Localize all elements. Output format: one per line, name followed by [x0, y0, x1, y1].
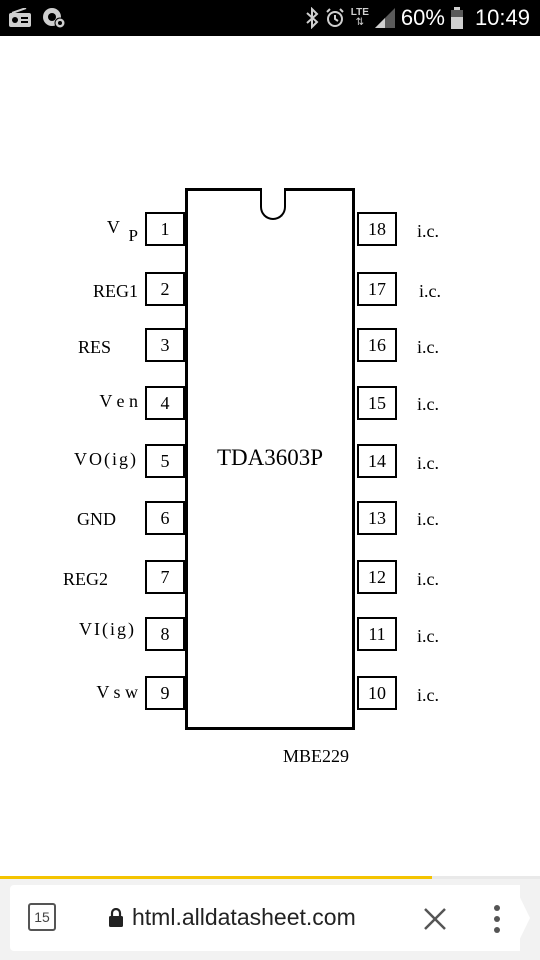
url-text[interactable]: html.alldatasheet.com	[132, 904, 356, 930]
chip-name: TDA3603P	[216, 445, 324, 470]
pin-label-1-sub: P	[128, 226, 138, 245]
pin-label-7: REG2	[63, 569, 108, 589]
browser-toolbar: 15 html.alldatasheet.com	[0, 879, 540, 960]
pin-label-17: i.c.	[419, 281, 441, 301]
pin-box-16: 16	[357, 328, 397, 362]
bluetooth-icon	[306, 7, 319, 29]
pin-label-6: GND	[77, 509, 116, 529]
lock-icon	[109, 908, 123, 927]
pin-label-1-main: V	[106, 217, 120, 237]
pin-label-4: V e n	[99, 391, 138, 411]
pinout-diagram: TDA3603P 1 V P 2 REG1 3 RES 4 V e n 5 VO…	[0, 36, 540, 876]
pin-label-14: i.c.	[417, 453, 439, 473]
clock: 10:49	[474, 5, 530, 30]
pin-label-13: i.c.	[417, 509, 439, 529]
radio-icon	[9, 8, 31, 27]
pin-box-15: 15	[357, 386, 397, 420]
pin-label-8: VI(ig)	[79, 619, 136, 639]
signal-icon	[374, 8, 395, 28]
pin-box-1: 1	[145, 212, 185, 246]
pin-box-5: 5	[145, 444, 185, 478]
page-load-progress-track	[432, 876, 540, 879]
pin-box-3: 3	[145, 328, 185, 362]
lte-icon: LTE ⇅	[350, 7, 369, 28]
pin-box-2: 2	[145, 272, 185, 306]
overflow-menu-icon[interactable]	[489, 903, 505, 935]
pin-box-11: 11	[357, 617, 397, 651]
pin-label-12: i.c.	[417, 569, 439, 589]
pin-label-16: i.c.	[417, 337, 439, 357]
tab-switcher-button[interactable]: 15	[28, 903, 56, 931]
pin-box-13: 13	[357, 501, 397, 535]
settings-bubble-icon	[43, 8, 66, 29]
status-bar: LTE ⇅ 60% 10:49	[0, 0, 540, 36]
pin-label-9: V s w	[96, 682, 138, 702]
pin-box-8: 8	[145, 617, 185, 651]
pin-box-10: 10	[357, 676, 397, 710]
pin-label-2: REG1	[93, 281, 138, 301]
package-notch	[260, 188, 286, 220]
pin-label-10: i.c.	[417, 685, 439, 705]
pin-box-6: 6	[145, 501, 185, 535]
pin-box-18: 18	[357, 212, 397, 246]
pin-label-15: i.c.	[417, 394, 439, 414]
pin-box-12: 12	[357, 560, 397, 594]
pin-label-11: i.c.	[417, 626, 439, 646]
battery-percent: 60%	[400, 5, 445, 30]
pin-label-5: VO(ig)	[74, 449, 138, 469]
pin-box-9: 9	[145, 676, 185, 710]
pin-box-14: 14	[357, 444, 397, 478]
page-load-progress	[0, 876, 432, 879]
battery-icon	[450, 7, 463, 29]
pin-box-7: 7	[145, 560, 185, 594]
address-bar-edge	[514, 885, 530, 951]
alarm-icon	[326, 8, 344, 27]
status-left-icons	[8, 7, 66, 29]
close-icon[interactable]	[422, 906, 448, 932]
status-right-icons: LTE ⇅ 60% 10:49	[305, 0, 530, 36]
figure-code: MBE229	[283, 746, 350, 766]
ic-package: TDA3603P	[185, 188, 355, 730]
pin-label-1: V P	[106, 217, 138, 245]
pin-label-3: RES	[77, 337, 111, 357]
pin-label-18: i.c.	[417, 221, 439, 241]
pin-box-4: 4	[145, 386, 185, 420]
network-label: LTE	[350, 7, 369, 18]
pin-box-17: 17	[357, 272, 397, 306]
